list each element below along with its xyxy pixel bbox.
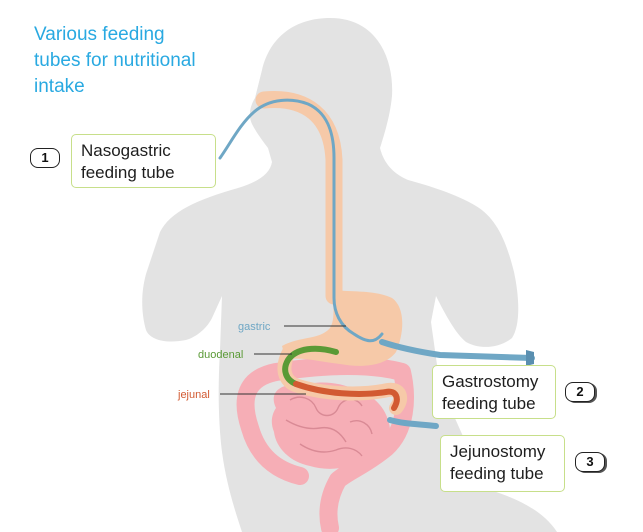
diagram-title: Various feeding tubes for nutritional in… <box>34 24 196 97</box>
gastric-label: gastric <box>238 321 271 333</box>
duodenal-label: duodenal <box>198 349 243 361</box>
callout-number-badge: 1 <box>30 148 60 168</box>
jejunostomy-tube <box>387 417 439 429</box>
callout-number-badge: 2 <box>565 382 595 402</box>
gastrostomy-tube-end <box>526 350 534 366</box>
jejunal-label: jejunal <box>177 389 210 401</box>
jejunal-tube <box>293 381 400 411</box>
nasogastric-tube <box>218 98 384 343</box>
callout-number-badge: 3 <box>575 452 605 472</box>
duodenal-tube <box>282 345 339 387</box>
nasogastric-callout: Nasogastric feeding tube <box>71 134 216 188</box>
gastrostomy-callout: Gastrostomy feeding tube <box>432 365 556 419</box>
small-intestine-coils <box>285 396 373 457</box>
gastrostomy-tube <box>379 339 535 361</box>
jejunostomy-callout: Jejunostomy feeding tube <box>440 435 565 492</box>
